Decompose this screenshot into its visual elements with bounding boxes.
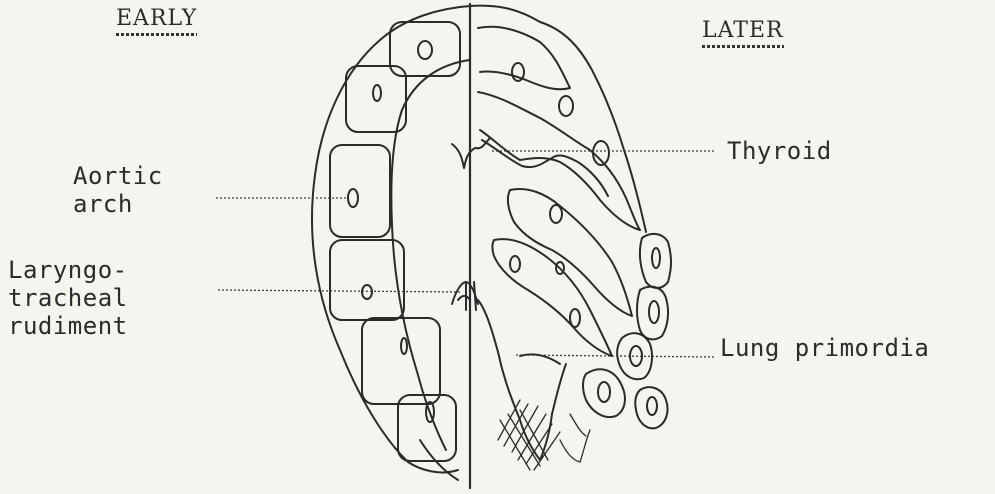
- later-vessel-4: [550, 205, 562, 223]
- label-laryngotracheal-rudiment: Laryngo- tracheal rudiment: [8, 256, 128, 340]
- label-aortic-arch: Aortic arch: [73, 162, 163, 218]
- later-outer-wall: [470, 6, 646, 232]
- arch-vessel-4: [362, 285, 372, 299]
- heading-later-underline: [702, 45, 784, 48]
- later-arch-vessel-5: [647, 397, 657, 415]
- hatched-region: [498, 400, 590, 470]
- label-thyroid: Thyroid: [727, 137, 832, 165]
- later-arch-vessel-4: [598, 382, 610, 402]
- arch-vessel-5: [401, 338, 407, 354]
- later-vessel-2: [559, 96, 573, 116]
- label-lung-primordia: Lung primordia: [720, 334, 929, 362]
- later-pouch-5: [493, 239, 613, 356]
- later-arch-box-5: [635, 387, 667, 428]
- arch-vessel-2: [373, 85, 381, 101]
- later-arch-box-2: [637, 287, 668, 340]
- later-arch-vessel-1: [652, 248, 660, 268]
- later-vessel-7: [570, 309, 580, 327]
- later-arch-vessel-2: [649, 301, 659, 323]
- later-arch-box-1: [640, 234, 671, 288]
- heading-early: EARLY: [116, 6, 197, 36]
- heading-later: LATER: [702, 18, 784, 48]
- later-arch-box-3: [617, 333, 652, 379]
- leader-laryngo: [218, 290, 460, 292]
- later-pouch-4: [508, 189, 632, 316]
- arch-box-5: [362, 318, 440, 404]
- arch-vessel-1: [418, 41, 432, 59]
- later-pouch-2: [478, 92, 640, 230]
- arch-box-3: [330, 145, 390, 237]
- arch-vessel-3: [348, 189, 358, 207]
- later-vessel-1: [512, 63, 524, 81]
- later-arch-box-4: [583, 369, 625, 417]
- heading-early-underline: [116, 33, 197, 36]
- later-vessel-5: [510, 256, 520, 272]
- later-pouch-1: [478, 27, 570, 90]
